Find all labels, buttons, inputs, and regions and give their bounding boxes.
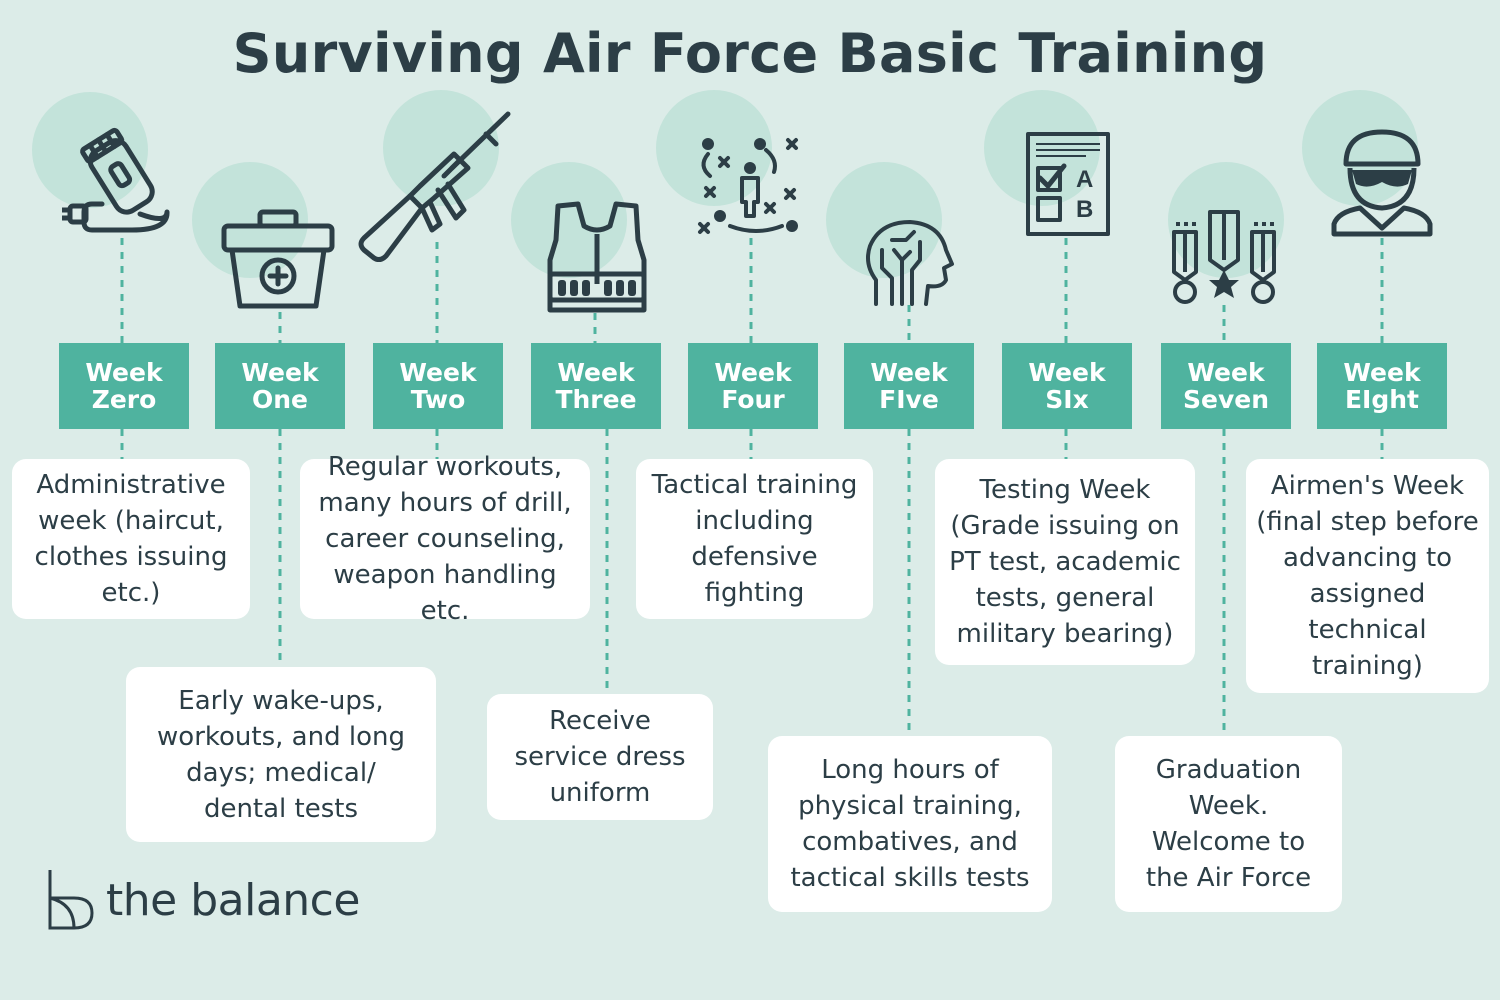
medals-icon (1172, 210, 1276, 304)
airman-helmet-icon (1331, 129, 1433, 237)
page-title: Surviving Air Force Basic Training (232, 22, 1268, 85)
rifle-icon (358, 111, 511, 262)
brand: the balance (44, 868, 360, 932)
tactical-vest-icon (547, 201, 647, 313)
tactics-play-icon (698, 138, 798, 234)
the-balance-logo-icon (48, 870, 94, 930)
brain-head-icon (866, 220, 954, 306)
test-sheet-icon: A B (1026, 132, 1110, 236)
svg-text:A: A (1076, 166, 1093, 193)
week-two-description: Regular workouts,many hours of drill,car… (300, 452, 590, 626)
first-aid-kit-icon (221, 209, 335, 309)
brand-name: the balance (106, 874, 360, 926)
hair-clipper-icon (62, 127, 170, 233)
svg-text:B: B (1076, 196, 1093, 223)
